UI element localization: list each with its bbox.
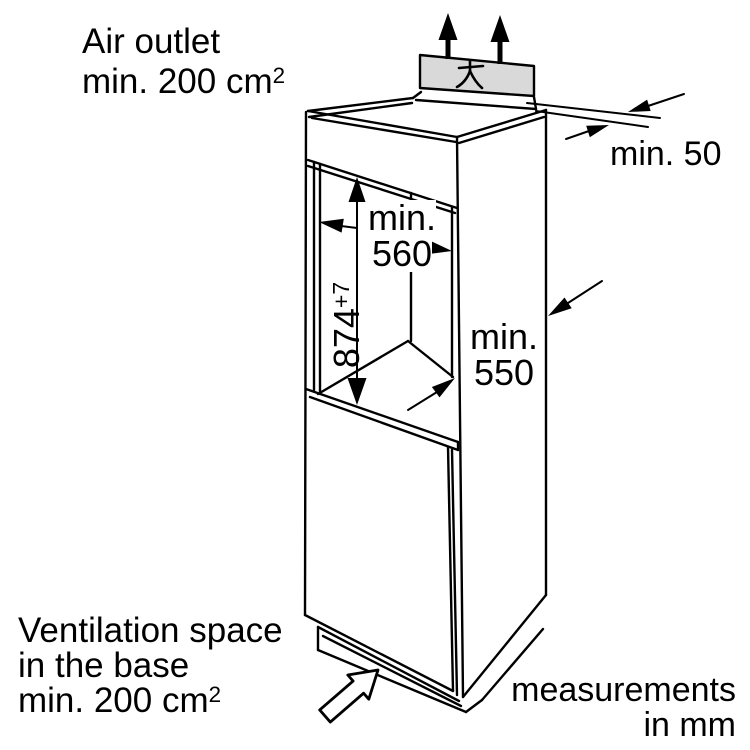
min-560-label: min. 560 [360, 200, 444, 272]
height-874-label: 874+7 [326, 281, 367, 369]
ventilation-label: Ventilation space in the base min. 200 c… [18, 613, 283, 718]
air-outlet-label: Air outlet min. 200 cm2 [82, 22, 286, 102]
measurements-line1: measurements [511, 671, 736, 709]
airflow-up-arrows-icon [438, 13, 510, 64]
ventilation-sup: 2 [208, 681, 222, 707]
air-outlet-line1: Air outlet [82, 22, 221, 61]
ventilation-line1: Ventilation space [18, 611, 283, 650]
base-airflow-arrow-icon [318, 668, 380, 724]
height-874-base: 874 [326, 308, 367, 369]
height-874-sup: +7 [327, 281, 354, 309]
min-550-line2: 550 [473, 352, 535, 393]
air-outlet-line2: min. 200 cm [82, 62, 273, 101]
min-550-line1: min. [469, 316, 538, 357]
vent-panel [418, 53, 536, 98]
dimension-874 [347, 177, 367, 405]
ventilation-line2: in the base [18, 646, 190, 685]
min-550-label: min. 550 [462, 319, 546, 391]
air-outlet-sup: 2 [272, 62, 286, 88]
vent-grille-icon [455, 59, 485, 90]
cabinet-outline [303, 90, 548, 714]
ventilation-line3: min. 200 cm [18, 681, 209, 720]
dimension-min550 [407, 280, 603, 411]
measurements-label: measurements in mm [511, 673, 736, 743]
min-560-line2: 560 [371, 233, 433, 274]
min-560-line1: min. [367, 197, 436, 238]
dimension-min50 [526, 93, 685, 140]
min-50-label: min. 50 [610, 135, 722, 173]
measurements-line2: in mm [643, 706, 736, 744]
